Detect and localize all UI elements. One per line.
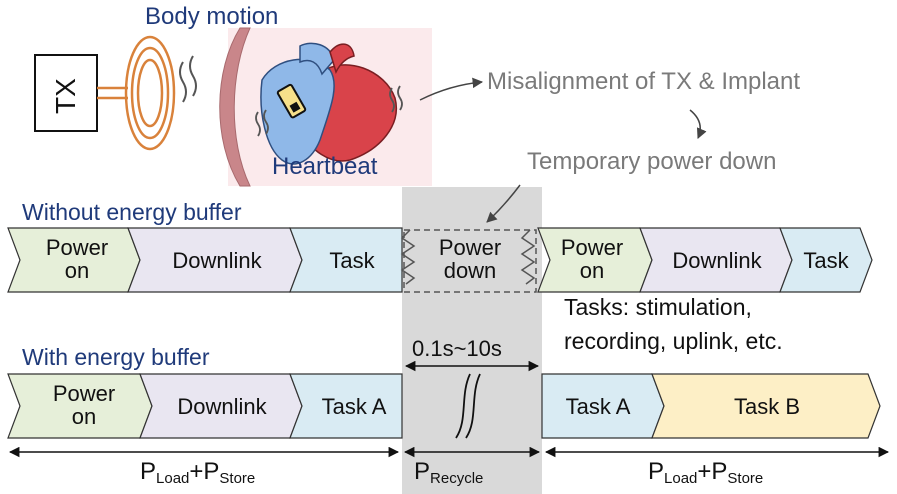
p-left-label: PLoad+PStore: [140, 458, 256, 487]
misalign-to-powerdown-arrow: [689, 109, 707, 139]
recycle-shade: [402, 187, 542, 494]
heartbeat-label: Heartbeat: [272, 153, 378, 180]
without-buffer-title: Without energy buffer: [22, 199, 242, 225]
body-curve: [219, 27, 251, 187]
row2-label-task-b: Task B: [733, 394, 801, 419]
p-mid-label: PRecycle: [414, 458, 484, 487]
p-right-label: PLoad+PStore: [648, 458, 764, 487]
tx-label: TX: [50, 78, 81, 114]
coil-icon: [124, 35, 176, 151]
row1-seg-task: [289, 227, 403, 293]
row2-label-task-a-2: Task A: [565, 394, 631, 419]
row1-label-task-2: Task: [803, 248, 849, 273]
duration-label: 0.1s~10s: [412, 336, 502, 361]
tasks-note-1: Tasks: stimulation,: [564, 294, 752, 320]
tasks-note-2: recording, uplink, etc.: [564, 328, 783, 354]
body-motion-label: Body motion: [145, 3, 279, 30]
row1-seg-task-2: [779, 227, 873, 293]
misalignment-label: Misalignment of TX & Implant: [487, 68, 801, 95]
row2-label-downlink: Downlink: [177, 394, 267, 419]
powerdown-to-timeline-arrow: [486, 184, 521, 223]
row2-seg-task-a: [289, 373, 403, 439]
misalignment-arrow: [419, 77, 484, 101]
power-down-note: Temporary power down: [527, 148, 777, 175]
heartbeat-squiggles-icon: [255, 85, 403, 137]
row2-label-task-a: Task A: [321, 394, 387, 419]
row2-chevrons: [7, 373, 881, 439]
with-buffer-title: With energy buffer: [22, 344, 210, 370]
row1-label-downlink: Downlink: [172, 248, 262, 273]
motion-icon: [179, 55, 197, 103]
break-symbol-icon: [455, 373, 481, 439]
tx-box: [34, 54, 98, 132]
row1-seg-power-down: [403, 229, 537, 293]
zigzag-icon: [400, 229, 536, 285]
heart-icon: [260, 42, 398, 165]
row1-label-task: Task: [329, 248, 375, 273]
row2-seg-task-b: [651, 373, 881, 439]
row1-chevrons: [7, 227, 873, 293]
row1-label-downlink-2: Downlink: [672, 248, 762, 273]
